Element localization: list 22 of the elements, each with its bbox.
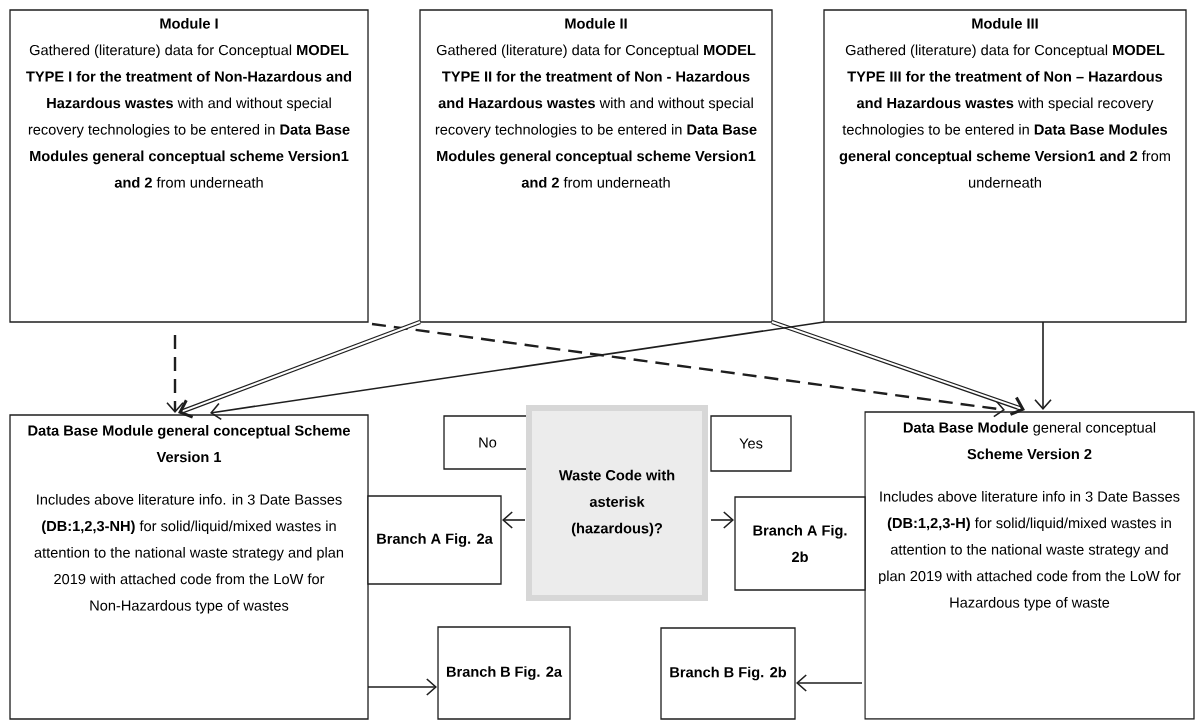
branch-box: Branch A Fig. 2b [734, 496, 866, 591]
database-module-box: Data Base Module general conceptual Scheme Version 1 Includes above literature info. in 3 Date Basses (DB:1,2,3-NH) for solid/liquid/mixed wastes in attention to the national waste strategy and plan 2019 with attached code from the LoW for Non-Hazardous type of wastes [9, 414, 369, 720]
answer-box: No [443, 415, 532, 470]
database-module-box: Data Base Module general conceptual Scheme Version 2 Includes above literature info in 3 Date Basses (DB:1,2,3-H) for solid/liquid/mixed wastes in attention to the national waste strategy and plan 2019 with attached code from the LoW for Hazardous type of waste [864, 411, 1195, 720]
branch-box: Branch B Fig. 2b [660, 627, 796, 720]
decision-box: Waste Code with asterisk (hazardous)? [526, 405, 708, 601]
arrow [371, 322, 1005, 418]
module-box: Module II Gathered (literature) data for Conceptual MODEL TYPE II for the treatment of Non - Hazardous and Hazardous wastes with and without special recovery technologies to be entered in Data Base Modules general conceptual scheme Version1 and 2 from underneath [419, 9, 773, 323]
branch-box: Branch A Fig. 2a [367, 495, 502, 585]
arrow [166, 335, 184, 413]
arrow [771, 319, 1025, 416]
arrow [178, 319, 421, 419]
branch-box: Branch B Fig. 2a [437, 626, 571, 720]
module-box: Module I Gathered (literature) data for Conceptual MODEL TYPE I for the treatment of Non-Hazardous and Hazardous wastes with and without special recovery technologies to be entered in Data Base Modules general conceptual scheme Version1 and 2 from underneath [9, 9, 369, 323]
arrow [502, 511, 526, 529]
arrow [367, 678, 437, 696]
answer-box: Yes [710, 415, 792, 472]
arrow [210, 321, 825, 421]
arrow [796, 674, 863, 692]
arrow [710, 511, 734, 529]
arrow [1034, 321, 1052, 410]
module-box: Module III Gathered (literature) data for Conceptual MODEL TYPE III for the treatment of Non – Hazardous and Hazardous wastes with special recovery technologies to be entered in Data Base Modules general conceptual scheme Version1 and 2 from underneath [823, 9, 1187, 323]
